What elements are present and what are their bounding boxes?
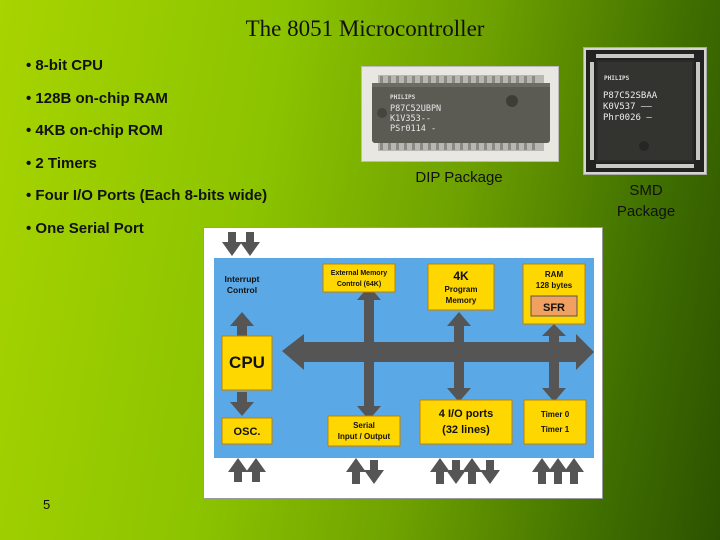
serial-io-label: Serial: [353, 421, 375, 430]
svg-text:PHILIPS: PHILIPS: [390, 94, 416, 101]
smd-marking-line: P87C52SBAA: [603, 91, 658, 101]
timers-label: Timer 1: [541, 425, 570, 434]
bullet-item: 4KB on-chip ROM: [26, 121, 267, 154]
dip-chip-image: PHILIPS P87C52UBPN K1V353-- PSr0114 -: [372, 75, 550, 151]
external-memory-block: [322, 263, 396, 293]
smd-package-caption: SMD Package: [596, 180, 696, 222]
dip-package-photo: PHILIPS P87C52UBPN K1V353-- PSr0114 -: [361, 66, 559, 162]
bullet-item: 128B on-chip RAM: [26, 89, 267, 122]
block-diagram: Interrupt Control External Memory Contro…: [203, 227, 603, 499]
cpu-label: CPU: [229, 353, 265, 372]
cpu-vertical-arrows: [230, 312, 254, 416]
smd-chip-image: PHILIPS P87C52SBAA K0V537 —— Phr0026 —: [586, 50, 704, 172]
bullet-item: One Serial Port: [26, 219, 267, 252]
smd-package-photo: PHILIPS P87C52SBAA K0V537 —— Phr0026 —: [583, 47, 707, 175]
smd-caption-line: Package: [616, 203, 676, 220]
bullet-item: 2 Timers: [26, 154, 267, 187]
page-number: 5: [43, 497, 51, 512]
dip-marking-line: P87C52UBPN: [390, 104, 441, 114]
oscillator-block: [221, 417, 273, 445]
program-memory-block: [427, 263, 495, 311]
cpu-block: [221, 335, 273, 391]
oscillator-label: OSC.: [234, 426, 261, 438]
timers-label: Timer 0: [541, 410, 570, 419]
serial-io-block: [327, 415, 401, 447]
dip-marking-line: K1V353--: [390, 114, 431, 124]
sfr-label: SFR: [543, 302, 565, 314]
smd-caption-line: SMD: [629, 182, 663, 199]
feature-bullet-list: 8-bit CPU 128B on-chip RAM 4KB on-chip R…: [26, 56, 267, 251]
svg-text:PHILIPS: PHILIPS: [604, 75, 630, 82]
program-memory-label: Program: [445, 285, 478, 294]
serial-io-label: Input / Output: [338, 432, 391, 441]
smd-marking-line: Phr0026 —: [603, 113, 652, 123]
interrupt-control-label: Interrupt: [225, 274, 260, 284]
external-memory-label: External Memory: [331, 270, 388, 277]
io-ports-external-arrows: [430, 458, 500, 484]
io-ports-label: (32 lines): [442, 424, 490, 436]
serial-external-arrows: [346, 458, 384, 484]
sfr-block: [530, 295, 578, 317]
interrupt-control-label: Control: [227, 285, 257, 295]
block-diagram-svg: Interrupt Control External Memory Contro…: [214, 232, 594, 484]
bullet-item: Four I/O Ports (Each 8-bits wide): [26, 186, 267, 219]
dip-marking-line: PSr0114 -: [390, 124, 436, 134]
osc-external-arrows: [228, 458, 266, 482]
program-memory-label: 4K: [453, 269, 469, 283]
smd-marking-line: K0V537 ——: [603, 102, 652, 112]
timer-external-arrows: [532, 458, 584, 484]
system-bus-arrow: [282, 286, 594, 420]
io-ports-label: 4 I/O ports: [439, 408, 493, 420]
external-memory-label: Control (64K): [337, 281, 381, 288]
timers-block: [523, 399, 587, 445]
dip-package-caption: DIP Package: [415, 169, 503, 186]
program-memory-label: Memory: [446, 296, 477, 305]
bullet-item: 8-bit CPU: [26, 56, 267, 89]
io-ports-block: [419, 399, 513, 445]
ram-label: RAM: [545, 270, 564, 279]
ram-label: 128 bytes: [536, 281, 573, 290]
slide-title: The 8051 Microcontroller: [245, 16, 485, 41]
interrupt-input-arrows: [222, 232, 260, 256]
